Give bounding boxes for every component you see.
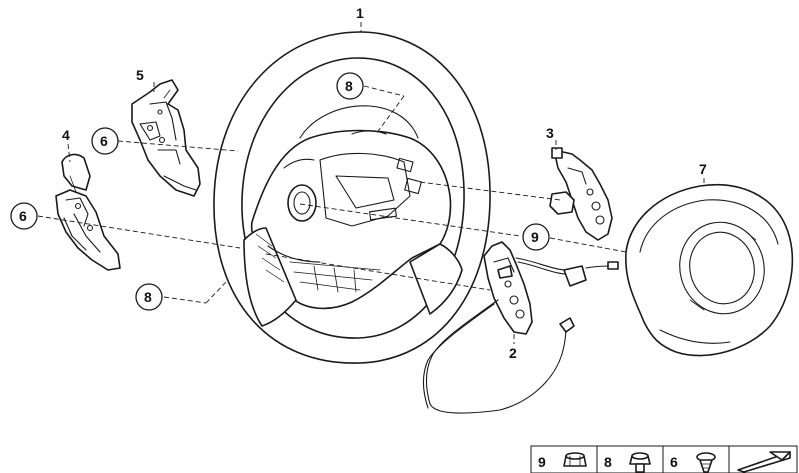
callout-1: 1	[356, 5, 364, 21]
airbag-module	[625, 184, 794, 357]
legend-item-bolt: 8	[604, 452, 651, 473]
fastener-legend: 9 8 6	[530, 445, 798, 473]
callout-5: 5	[136, 67, 144, 83]
svg-text:5: 5	[136, 67, 144, 83]
shift-paddle-left	[55, 153, 121, 271]
multifunction-switch-left-with-cable	[422, 241, 619, 414]
svg-text:6: 6	[670, 454, 678, 470]
svg-text:9: 9	[538, 454, 546, 470]
svg-text:9: 9	[531, 229, 539, 245]
callout-9: 9	[522, 223, 550, 251]
leader-lines	[37, 22, 705, 344]
bolt-icon	[629, 452, 651, 473]
svg-text:4: 4	[62, 127, 70, 143]
shift-paddle-left-upper	[131, 79, 201, 197]
svg-text:8: 8	[604, 454, 612, 470]
callout-6-upper: 6	[91, 127, 119, 155]
svg-text:1: 1	[356, 5, 364, 21]
svg-text:6: 6	[100, 133, 108, 149]
callout-2: 2	[509, 345, 517, 361]
callout-4: 4	[62, 127, 70, 143]
svg-text:3: 3	[546, 125, 554, 141]
steering-wheel	[213, 31, 491, 364]
arrow-box-icon	[737, 451, 791, 473]
svg-text:2: 2	[509, 345, 517, 361]
svg-text:8: 8	[144, 289, 152, 305]
multifunction-switch-right	[549, 147, 613, 241]
nut-icon	[563, 452, 587, 467]
screw-icon	[696, 452, 716, 473]
callout-8-upper: 8	[336, 72, 364, 100]
callout-3: 3	[546, 125, 554, 141]
legend-item-nut: 9	[538, 452, 587, 470]
callout-6-lower: 6	[10, 202, 38, 230]
svg-text:6: 6	[19, 208, 27, 224]
svg-text:7: 7	[699, 161, 707, 177]
svg-text:8: 8	[345, 78, 353, 94]
callout-8-lower: 8	[135, 283, 163, 311]
callout-7: 7	[699, 161, 707, 177]
legend-item-screw: 6	[670, 452, 716, 473]
